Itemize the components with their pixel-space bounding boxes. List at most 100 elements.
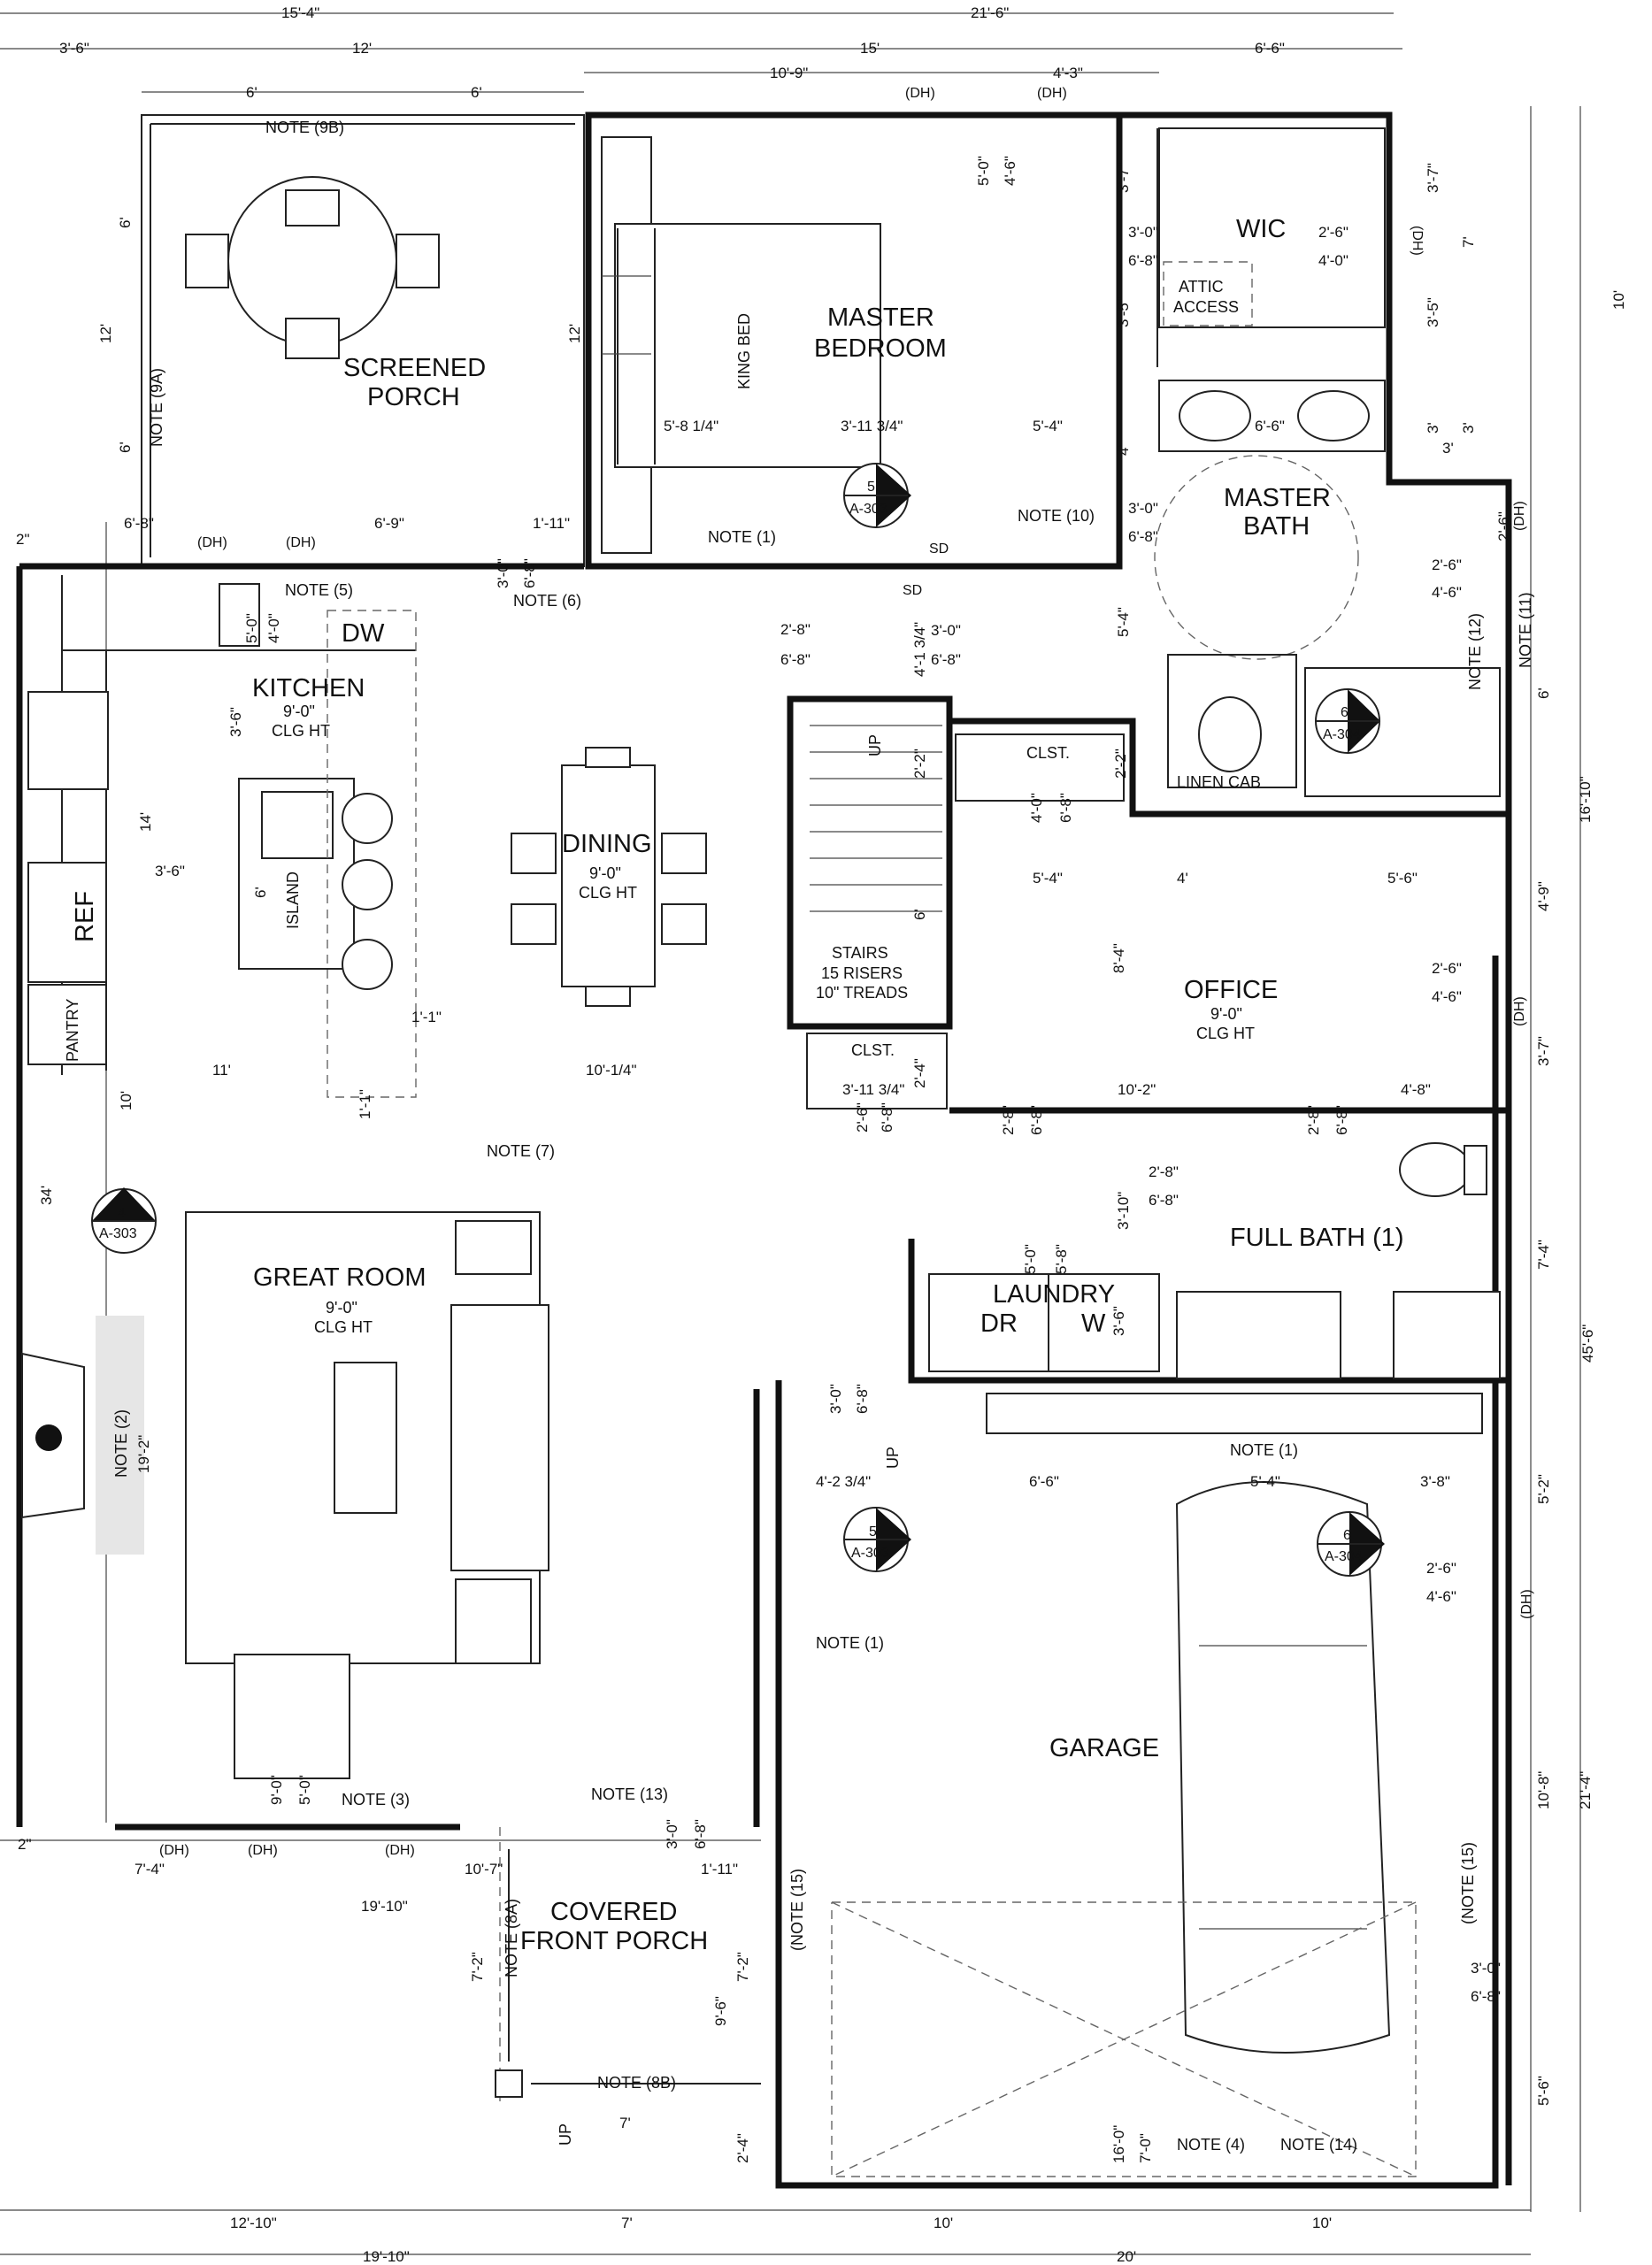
svg-text:4': 4': [1177, 870, 1188, 887]
svg-text:(DH): (DH): [286, 535, 316, 550]
screened-porch-label: PORCH: [367, 383, 460, 411]
screened-porch-label: SCREENED: [343, 354, 486, 382]
svg-text:3'-5": 3'-5": [1115, 297, 1132, 327]
svg-text:11': 11': [212, 1062, 231, 1079]
svg-text:7'-4": 7'-4": [1535, 1240, 1552, 1270]
window-tags: (DH) (DH) (DH) (DH) (DH) (DH) (DH) (DH) …: [159, 86, 1534, 1858]
svg-text:3'-11 3/4": 3'-11 3/4": [842, 1081, 904, 1098]
svg-text:SD: SD: [929, 541, 949, 557]
svg-text:NOTE (1): NOTE (1): [1230, 1441, 1298, 1459]
svg-text:2": 2": [16, 531, 30, 548]
svg-text:NOTE (6): NOTE (6): [513, 592, 581, 610]
svg-text:2'-8": 2'-8": [780, 621, 811, 638]
svg-text:34': 34': [38, 1186, 55, 1205]
svg-text:7': 7': [1460, 236, 1477, 248]
svg-text:4': 4': [1115, 444, 1132, 456]
svg-text:NOTE (11): NOTE (11): [1517, 592, 1534, 668]
svg-text:5'-8": 5'-8": [1053, 1244, 1070, 1274]
svg-text:10'-2": 10'-2": [1118, 1081, 1156, 1098]
svg-text:9'-6": 9'-6": [712, 1996, 729, 2026]
svg-text:3'-10": 3'-10": [1115, 1192, 1132, 1230]
svg-text:2'-6": 2'-6": [1426, 1560, 1456, 1577]
svg-text:NOTE (8B): NOTE (8B): [597, 2074, 676, 2092]
svg-text:NOTE (14): NOTE (14): [1280, 2136, 1357, 2154]
svg-text:2'-6": 2'-6": [1432, 960, 1462, 977]
svg-text:6'-6": 6'-6": [1255, 418, 1285, 434]
svg-text:7'-0": 7'-0": [1137, 2133, 1154, 2163]
svg-text:6'-8": 6'-8": [692, 1819, 709, 1849]
master-bath-label: BATH: [1243, 512, 1310, 541]
coffee-table: [334, 1362, 397, 1514]
svg-text:6'-8": 6'-8": [521, 558, 538, 588]
svg-text:5'-4": 5'-4": [1115, 607, 1132, 637]
svg-text:NOTE (9A): NOTE (9A): [148, 368, 165, 447]
svg-text:CLG HT: CLG HT: [579, 884, 637, 902]
kitchen-label: KITCHEN: [252, 674, 365, 703]
svg-text:9'-0": 9'-0": [326, 1299, 357, 1317]
svg-text:6'-8": 6'-8": [1057, 793, 1074, 823]
svg-text:3'-0": 3'-0": [1128, 224, 1158, 241]
svg-text:5'-8 1/4": 5'-8 1/4": [664, 418, 718, 434]
svg-text:4'-6": 4'-6": [1426, 1588, 1456, 1605]
king-bed: [614, 223, 881, 468]
svg-text:NOTE (12): NOTE (12): [1466, 613, 1484, 690]
section-tag: 4 A-303: [91, 1187, 157, 1254]
svg-text:ATTIC: ATTIC: [1179, 278, 1224, 296]
section-tag: 5 A-303: [843, 1507, 911, 1572]
svg-text:9'-0": 9'-0": [283, 703, 315, 720]
svg-text:1'-11": 1'-11": [533, 515, 570, 532]
svg-text:5'-4": 5'-4": [1033, 418, 1063, 434]
svg-text:(DH): (DH): [1410, 226, 1425, 256]
svg-text:5: 5: [867, 480, 875, 495]
svg-text:6'-8": 6'-8": [1128, 252, 1158, 269]
svg-text:6'-8": 6'-8": [854, 1384, 871, 1414]
svg-text:15 RISERS: 15 RISERS: [821, 964, 903, 982]
svg-text:9'-0": 9'-0": [1210, 1005, 1242, 1023]
svg-text:2'-6": 2'-6": [1495, 511, 1512, 541]
svg-text:2'-8": 2'-8": [1000, 1105, 1017, 1135]
svg-text:45'-6": 45'-6": [1579, 1324, 1596, 1363]
sofa: [450, 1304, 549, 1571]
section-tag: 5 A-303: [843, 463, 911, 528]
svg-text:5'-0": 5'-0": [296, 1775, 313, 1805]
dimension-lines: [0, 12, 1581, 2255]
svg-text:10'-9": 10'-9": [770, 65, 808, 81]
svg-text:3'-0": 3'-0": [931, 622, 961, 639]
svg-text:6': 6': [117, 441, 134, 453]
svg-text:10'-8": 10'-8": [1535, 1771, 1552, 1809]
svg-text:6'-8": 6'-8": [931, 651, 961, 668]
master-bedroom-label: BEDROOM: [814, 334, 947, 363]
svg-text:10': 10': [118, 1091, 134, 1110]
svg-text:12'-10": 12'-10": [230, 2215, 277, 2231]
pantry: [27, 984, 107, 1065]
svg-text:2'-4": 2'-4": [734, 2133, 751, 2163]
svg-text:6'-8": 6'-8": [1149, 1192, 1179, 1209]
svg-text:(DH): (DH): [1519, 1589, 1534, 1619]
full-bath-label: FULL BATH (1): [1230, 1224, 1404, 1252]
svg-text:5'-0": 5'-0": [243, 613, 260, 643]
svg-text:NOTE (5): NOTE (5): [285, 581, 353, 599]
svg-text:1'-11": 1'-11": [701, 1861, 738, 1877]
svg-text:2'-2": 2'-2": [1112, 749, 1129, 779]
svg-text:4'-8": 4'-8": [1401, 1081, 1431, 1098]
svg-text:A-303: A-303: [849, 502, 887, 517]
svg-text:2'-4": 2'-4": [911, 1058, 928, 1088]
svg-text:CLST.: CLST.: [851, 1041, 895, 1059]
svg-text:NOTE (7): NOTE (7): [487, 1142, 555, 1160]
master-bedroom-label: MASTER: [827, 303, 934, 332]
svg-text:(DH): (DH): [197, 535, 227, 550]
svg-text:STAIRS: STAIRS: [832, 944, 888, 962]
svg-text:6': 6': [117, 217, 134, 228]
refrigerator: [27, 862, 107, 983]
front-porch-label: FRONT PORCH: [520, 1927, 708, 1955]
svg-text:6'-8": 6'-8": [879, 1102, 895, 1132]
svg-text:5'-4": 5'-4": [1250, 1473, 1280, 1490]
armchair: [234, 1654, 350, 1779]
svg-text:12': 12': [97, 324, 114, 343]
svg-text:3'-6": 3'-6": [155, 863, 185, 879]
svg-text:5'-0": 5'-0": [975, 156, 992, 186]
svg-text:6'-9": 6'-9": [374, 515, 404, 532]
office-label: OFFICE: [1184, 976, 1278, 1004]
svg-text:3': 3': [1425, 422, 1441, 434]
svg-text:3'-0": 3'-0": [1471, 1960, 1501, 1977]
